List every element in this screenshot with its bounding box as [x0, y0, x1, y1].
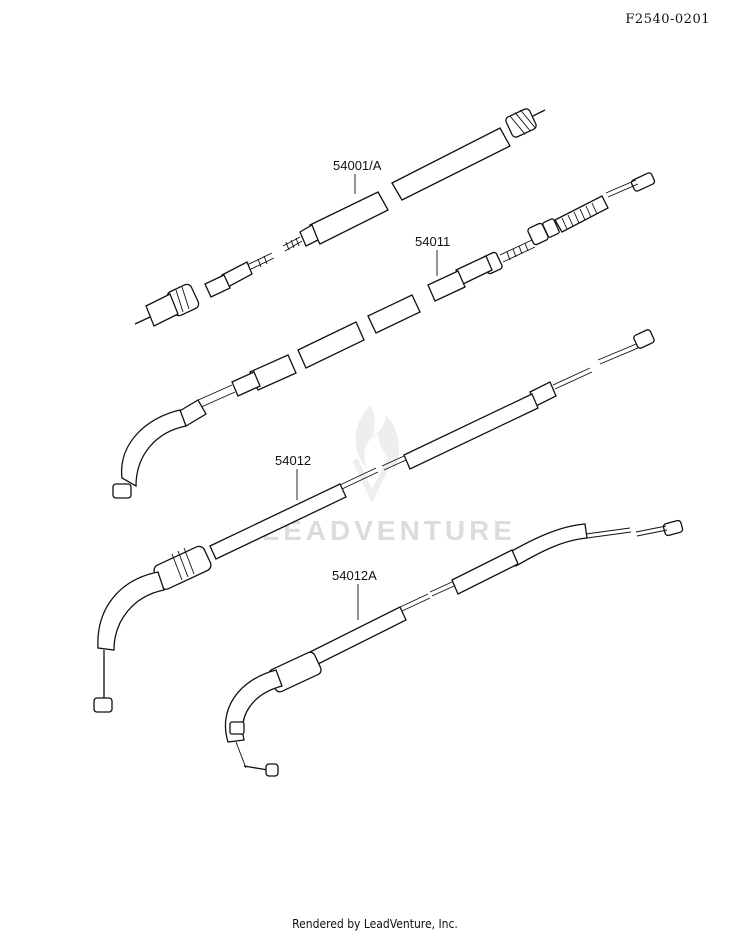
callout-54011: 54011	[415, 234, 450, 249]
callout-54001-a: 54001/A	[333, 158, 382, 173]
cable-54012[interactable]: 54012	[93, 329, 655, 713]
callout-54012: 54012	[275, 453, 311, 468]
watermark: LEADVENTURE	[262, 405, 516, 546]
cable-54011[interactable]: 54011	[112, 172, 656, 499]
cable-54012a[interactable]: 54012A	[224, 519, 684, 777]
callout-54012a: 54012A	[332, 568, 377, 583]
diagram-code: F2540-0201	[625, 12, 710, 27]
flame-logo-icon	[352, 405, 400, 503]
watermark-text: LEADVENTURE	[262, 515, 516, 546]
cable-54001-a[interactable]: 54001/A	[134, 107, 546, 327]
footer-credit: Rendered by LeadVenture, Inc.	[292, 917, 458, 931]
